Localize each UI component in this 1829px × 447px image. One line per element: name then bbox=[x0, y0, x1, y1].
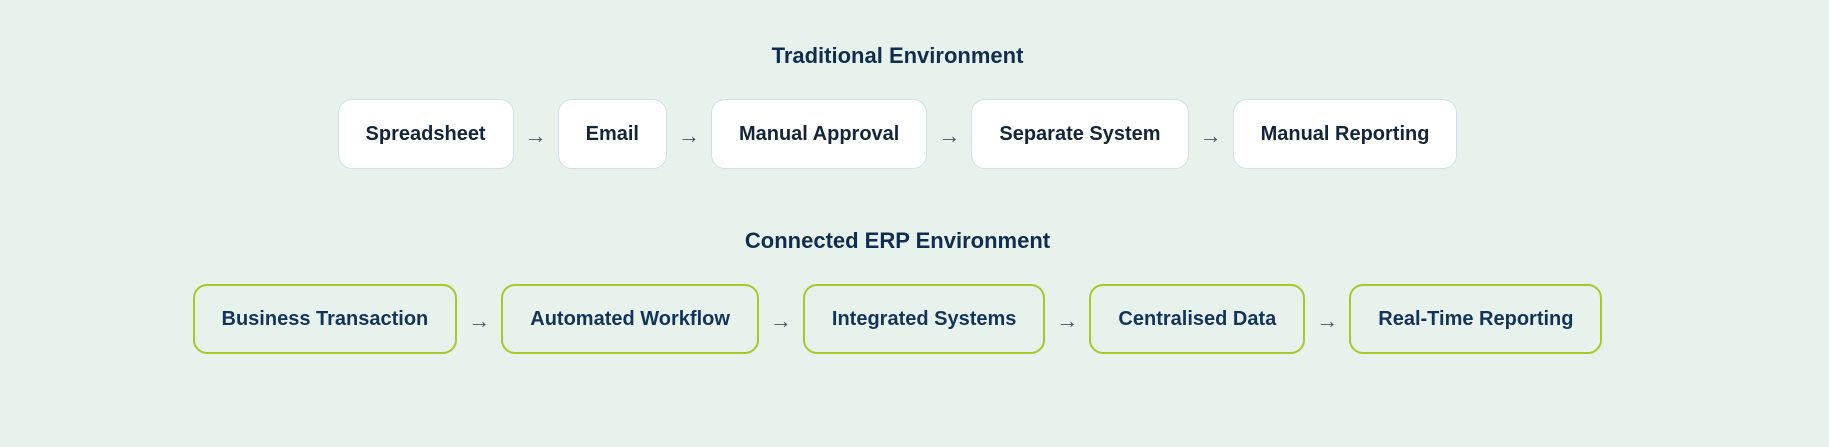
traditional-step-spreadsheet: Spreadsheet bbox=[337, 99, 514, 169]
connected-flow-row: Business Transaction → Automated Workflo… bbox=[0, 283, 1795, 355]
traditional-environment-title: Traditional Environment bbox=[771, 43, 1024, 68]
connected-step-real-time-reporting: Real-Time Reporting bbox=[1349, 284, 1603, 354]
arrow-right-icon: → bbox=[524, 123, 547, 148]
arrow-right-icon: → bbox=[938, 123, 961, 148]
connected-step-automated-workflow: Automated Workflow bbox=[501, 284, 759, 354]
arrow-right-icon: → bbox=[468, 308, 491, 333]
connected-erp-environment-title: Connected ERP Environment bbox=[744, 228, 1051, 253]
arrow-right-icon: → bbox=[1056, 308, 1079, 333]
connected-step-integrated-systems: Integrated Systems bbox=[802, 284, 1046, 354]
traditional-flow-row: Spreadsheet → Email → Manual Approval → … bbox=[0, 98, 1795, 170]
traditional-step-manual-approval: Manual Approval bbox=[710, 99, 928, 169]
arrow-right-icon: → bbox=[1316, 308, 1339, 333]
connected-step-centralised-data: Centralised Data bbox=[1089, 284, 1306, 354]
connected-step-business-transaction: Business Transaction bbox=[192, 284, 458, 354]
traditional-step-manual-reporting: Manual Reporting bbox=[1232, 99, 1458, 169]
arrow-right-icon: → bbox=[769, 308, 792, 333]
traditional-step-email: Email bbox=[557, 99, 667, 169]
arrow-right-icon: → bbox=[1199, 123, 1222, 148]
traditional-step-separate-system: Separate System bbox=[971, 99, 1189, 169]
arrow-right-icon: → bbox=[677, 123, 700, 148]
